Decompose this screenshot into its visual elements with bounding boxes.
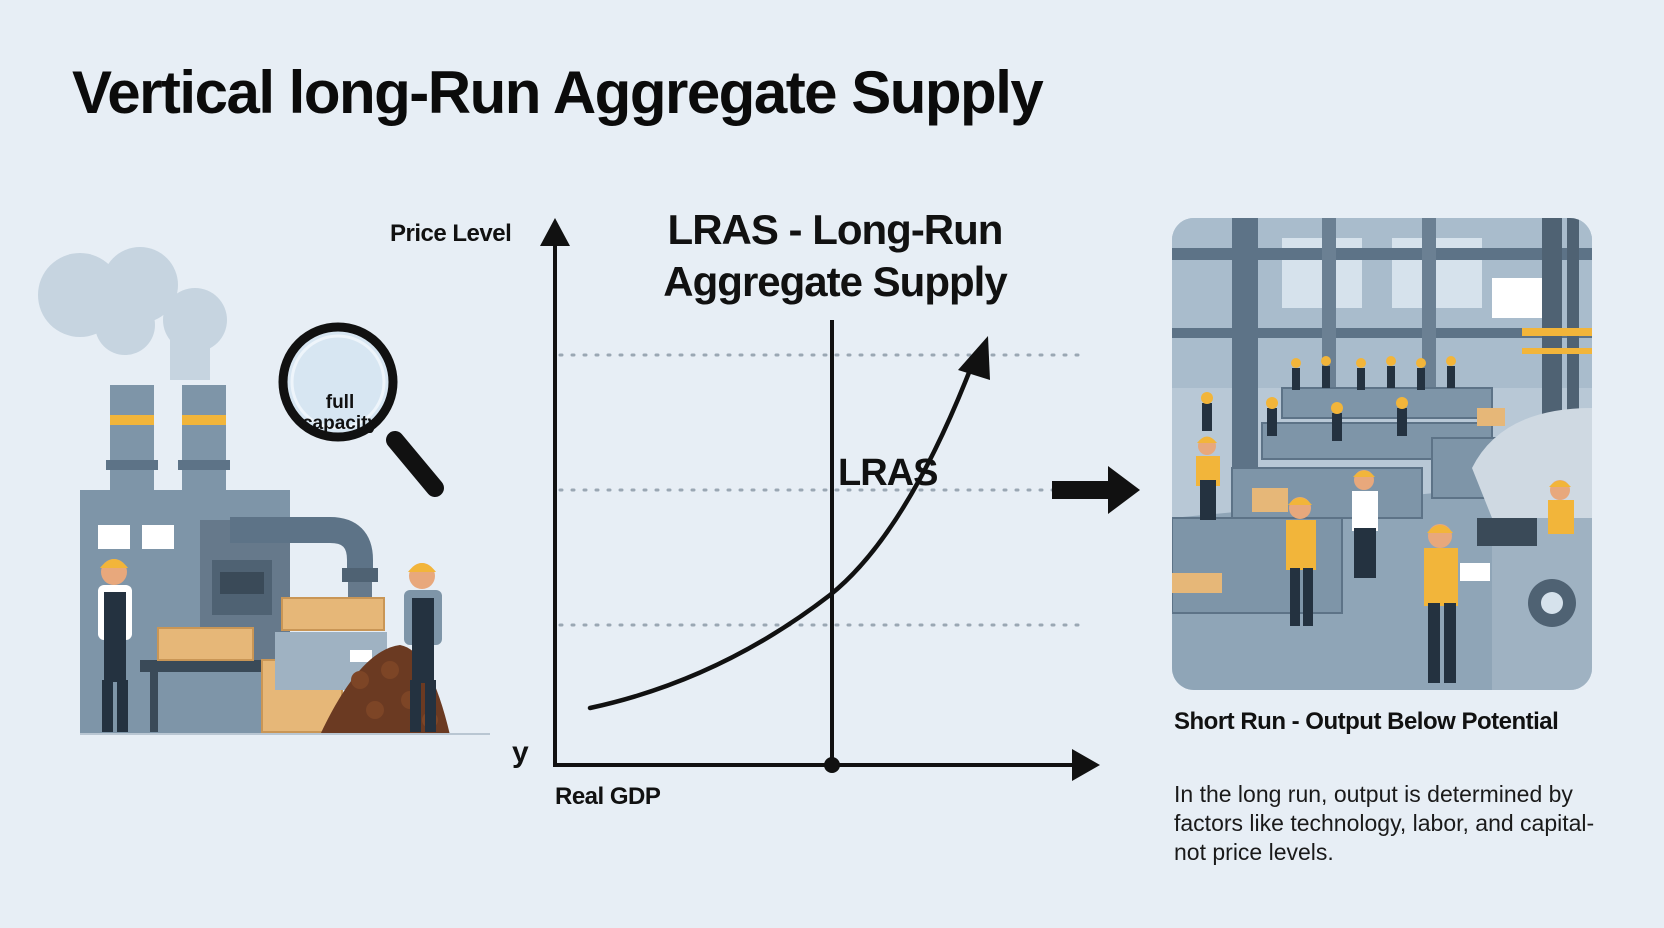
origin-label: y bbox=[512, 736, 529, 769]
y-axis-arrow-icon bbox=[540, 218, 570, 246]
page-title: Vertical long-Run Aggregate Supply bbox=[72, 59, 1044, 126]
smoke-cloud bbox=[38, 247, 227, 380]
chimneys bbox=[106, 385, 230, 495]
factory-illustration bbox=[38, 247, 490, 735]
potential-output-point bbox=[824, 757, 840, 773]
chart-title: LRAS - Long-Run Aggregate Supply bbox=[600, 204, 1070, 308]
magnifier-line-1: full bbox=[325, 392, 355, 413]
lras-curve-label: LRAS bbox=[838, 452, 938, 494]
right-arrow-icon bbox=[1108, 466, 1140, 514]
magnifying-glass-icon bbox=[278, 322, 444, 497]
workers-background bbox=[1201, 356, 1456, 441]
workers-foreground bbox=[1196, 436, 1574, 683]
y-axis-label: Price Level bbox=[390, 220, 512, 247]
chart-title-line-1: LRAS - Long-Run bbox=[667, 206, 1004, 253]
caption-title: Short Run - Output Below Potential bbox=[1174, 708, 1559, 735]
worker-left bbox=[98, 559, 132, 732]
factory-floor-scene bbox=[1172, 218, 1592, 690]
magnifier-label: full capacity bbox=[292, 392, 388, 434]
magnifier-line-2: capacity bbox=[301, 413, 379, 434]
x-axis-arrow-icon bbox=[1072, 749, 1100, 781]
rising-curve bbox=[587, 367, 973, 711]
worker-right bbox=[404, 563, 442, 732]
curve-arrow-icon bbox=[958, 336, 990, 380]
factory-floor-image bbox=[1172, 218, 1592, 690]
x-axis-label: Real GDP bbox=[555, 783, 661, 810]
caption-body: In the long run, output is determined by… bbox=[1174, 781, 1595, 865]
arrow-shaft bbox=[1052, 481, 1114, 499]
chart-title-line-2: Aggregate Supply bbox=[663, 258, 1007, 305]
